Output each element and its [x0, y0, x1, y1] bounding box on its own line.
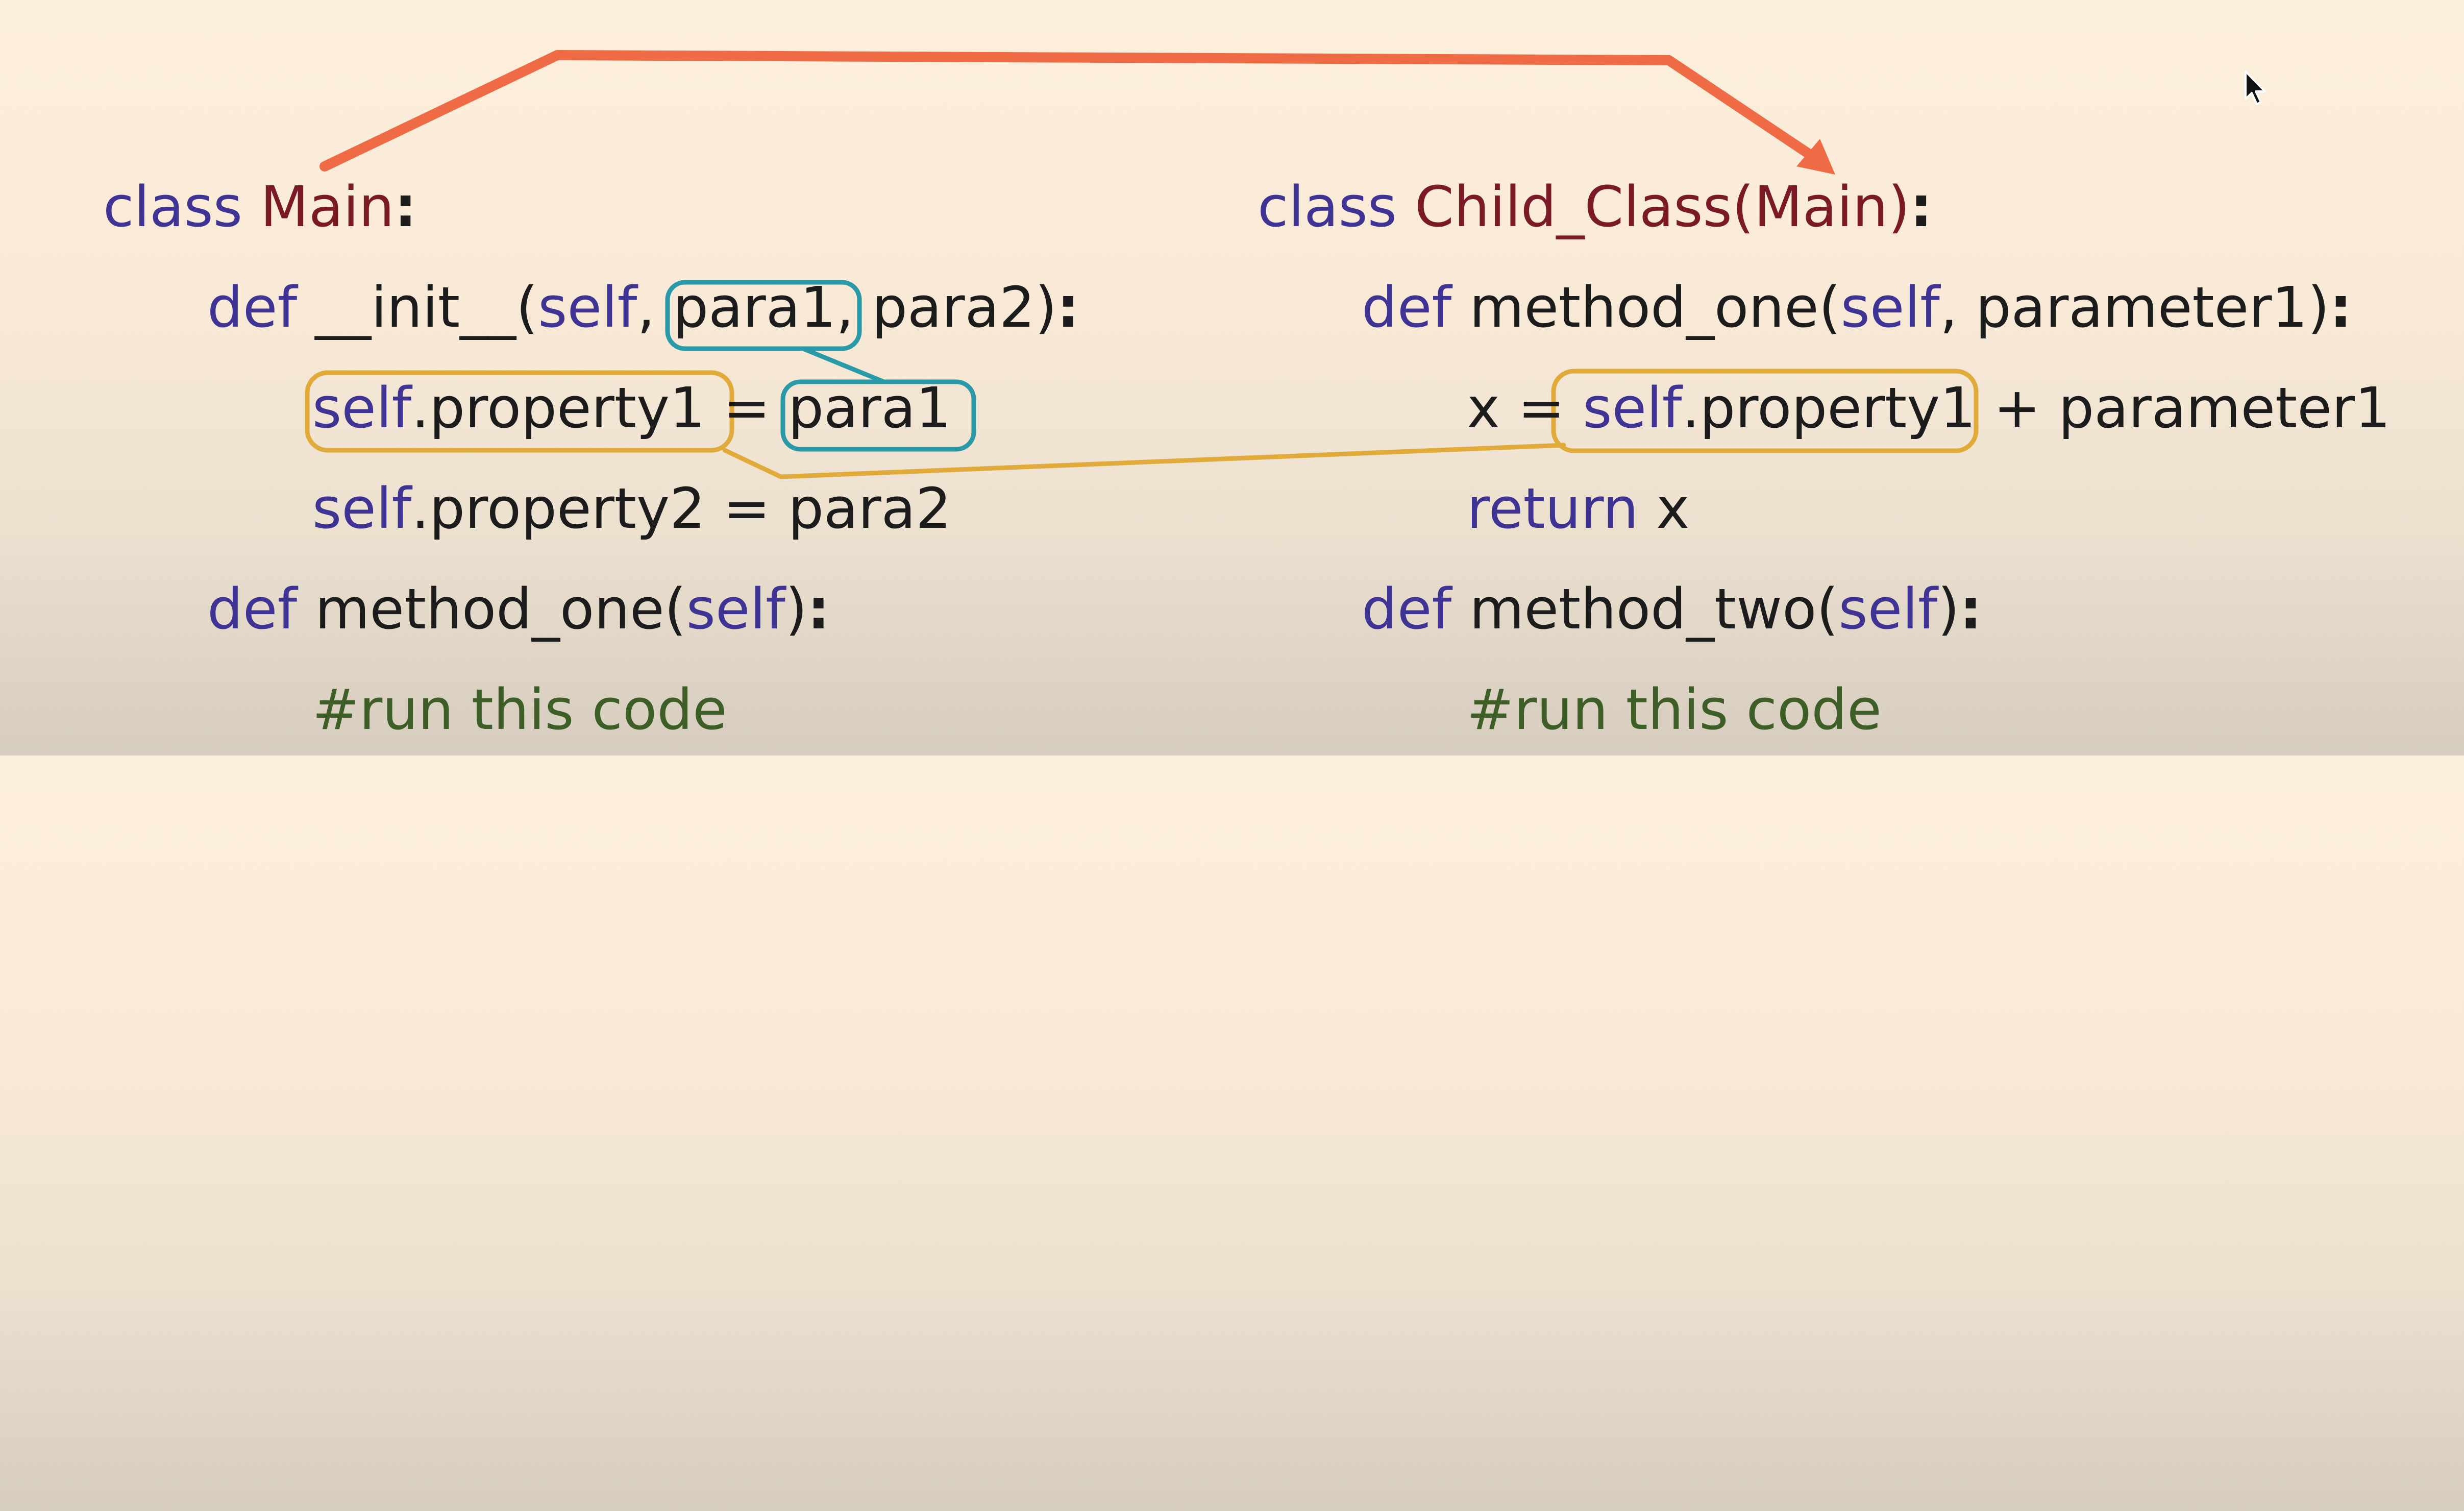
child-class-declaration: class Child_Class(Main):	[1258, 171, 1932, 242]
inheritance-arrowhead	[1796, 139, 1835, 175]
comment-text: #run this code	[1467, 677, 1882, 742]
remaining-parameters: , parameter1)	[1939, 275, 2330, 340]
para1-value: para1	[788, 375, 952, 441]
colon: :	[1959, 576, 1982, 642]
child-comment: #run this code	[1467, 674, 1882, 745]
comma: ,	[836, 275, 854, 340]
function-name: method_one(	[1469, 275, 1841, 340]
class-name: Child_Class	[1415, 174, 1732, 239]
keyword: class	[103, 174, 243, 239]
property-name: .property1	[1682, 375, 1976, 441]
property1-usage-highlight	[1551, 369, 1979, 453]
keyword: def	[1362, 275, 1452, 340]
colon: :	[807, 576, 830, 642]
slide: class Main: def __init__(self, para1, pa…	[103, 50, 2391, 745]
comment-text: #run this code	[312, 677, 727, 742]
inheritance-arrow	[319, 50, 1828, 172]
self-parameter: self	[686, 576, 785, 642]
self-parameter: self	[538, 275, 637, 340]
comma: ,	[637, 275, 655, 340]
colon: :	[1910, 174, 1933, 239]
close-paren: )	[1937, 576, 1960, 642]
property1-connector	[722, 443, 1566, 479]
code-area: class Main: def __init__(self, para1, pa…	[103, 171, 2391, 745]
keyword: def	[207, 576, 298, 642]
child-method-two-declaration: def method_two(self):	[1362, 573, 1982, 645]
function-name: method_one(	[315, 576, 686, 642]
colon: :	[394, 174, 417, 239]
keyword: return	[1467, 476, 1639, 541]
self-reference: self	[1583, 375, 1682, 441]
x-assign-lead: x =	[1467, 375, 1583, 441]
para1-connector	[802, 347, 886, 384]
assignment-text: .property2 = para2	[411, 476, 952, 541]
class-name: Main	[260, 174, 395, 239]
keyword: class	[1258, 174, 1397, 239]
x-assignment: x = self.property1 + parameter1	[1467, 372, 2391, 444]
self-reference: self	[312, 476, 412, 541]
init-method-declaration: def __init__(self, para1, para2):	[207, 272, 1079, 343]
child-method-one-declaration: def method_one(self, parameter1):	[1362, 272, 2352, 343]
mouse-pointer-icon	[2245, 70, 2266, 105]
remaining-parameters: para2)	[854, 275, 1057, 340]
self-parameter: self	[1838, 576, 1938, 642]
colon: :	[2329, 275, 2352, 340]
close-paren: )	[785, 576, 807, 642]
para1-parameter: para1	[673, 275, 836, 340]
self-reference: self	[312, 375, 412, 441]
self-parameter: self	[1840, 275, 1940, 340]
main-class-declaration: class Main:	[103, 171, 417, 242]
close-paren: )	[1888, 174, 1910, 239]
para1-param-highlight	[665, 280, 862, 351]
colon: :	[1056, 275, 1079, 340]
keyword: def	[1362, 576, 1452, 642]
main-method-one-declaration: def method_one(self):	[207, 573, 830, 645]
property1-definition-highlight	[305, 370, 734, 453]
return-statement: return x	[1467, 473, 1689, 544]
keyword: def	[207, 275, 298, 340]
function-name: __init__(	[315, 275, 538, 340]
main-comment: #run this code	[312, 674, 727, 745]
property2-assignment: self.property2 = para2	[312, 473, 951, 544]
equals-operator: =	[705, 375, 789, 441]
annotation-overlay	[305, 50, 1979, 479]
parent-class-name: Main	[1754, 174, 1888, 239]
expression-rest: + parameter1	[1976, 375, 2391, 441]
return-value: x	[1638, 476, 1690, 541]
function-name: method_two(	[1469, 576, 1839, 642]
property1-assignment: self.property1 = para1	[312, 372, 951, 444]
property-name: .property1	[411, 375, 706, 441]
open-paren: (	[1732, 174, 1754, 239]
